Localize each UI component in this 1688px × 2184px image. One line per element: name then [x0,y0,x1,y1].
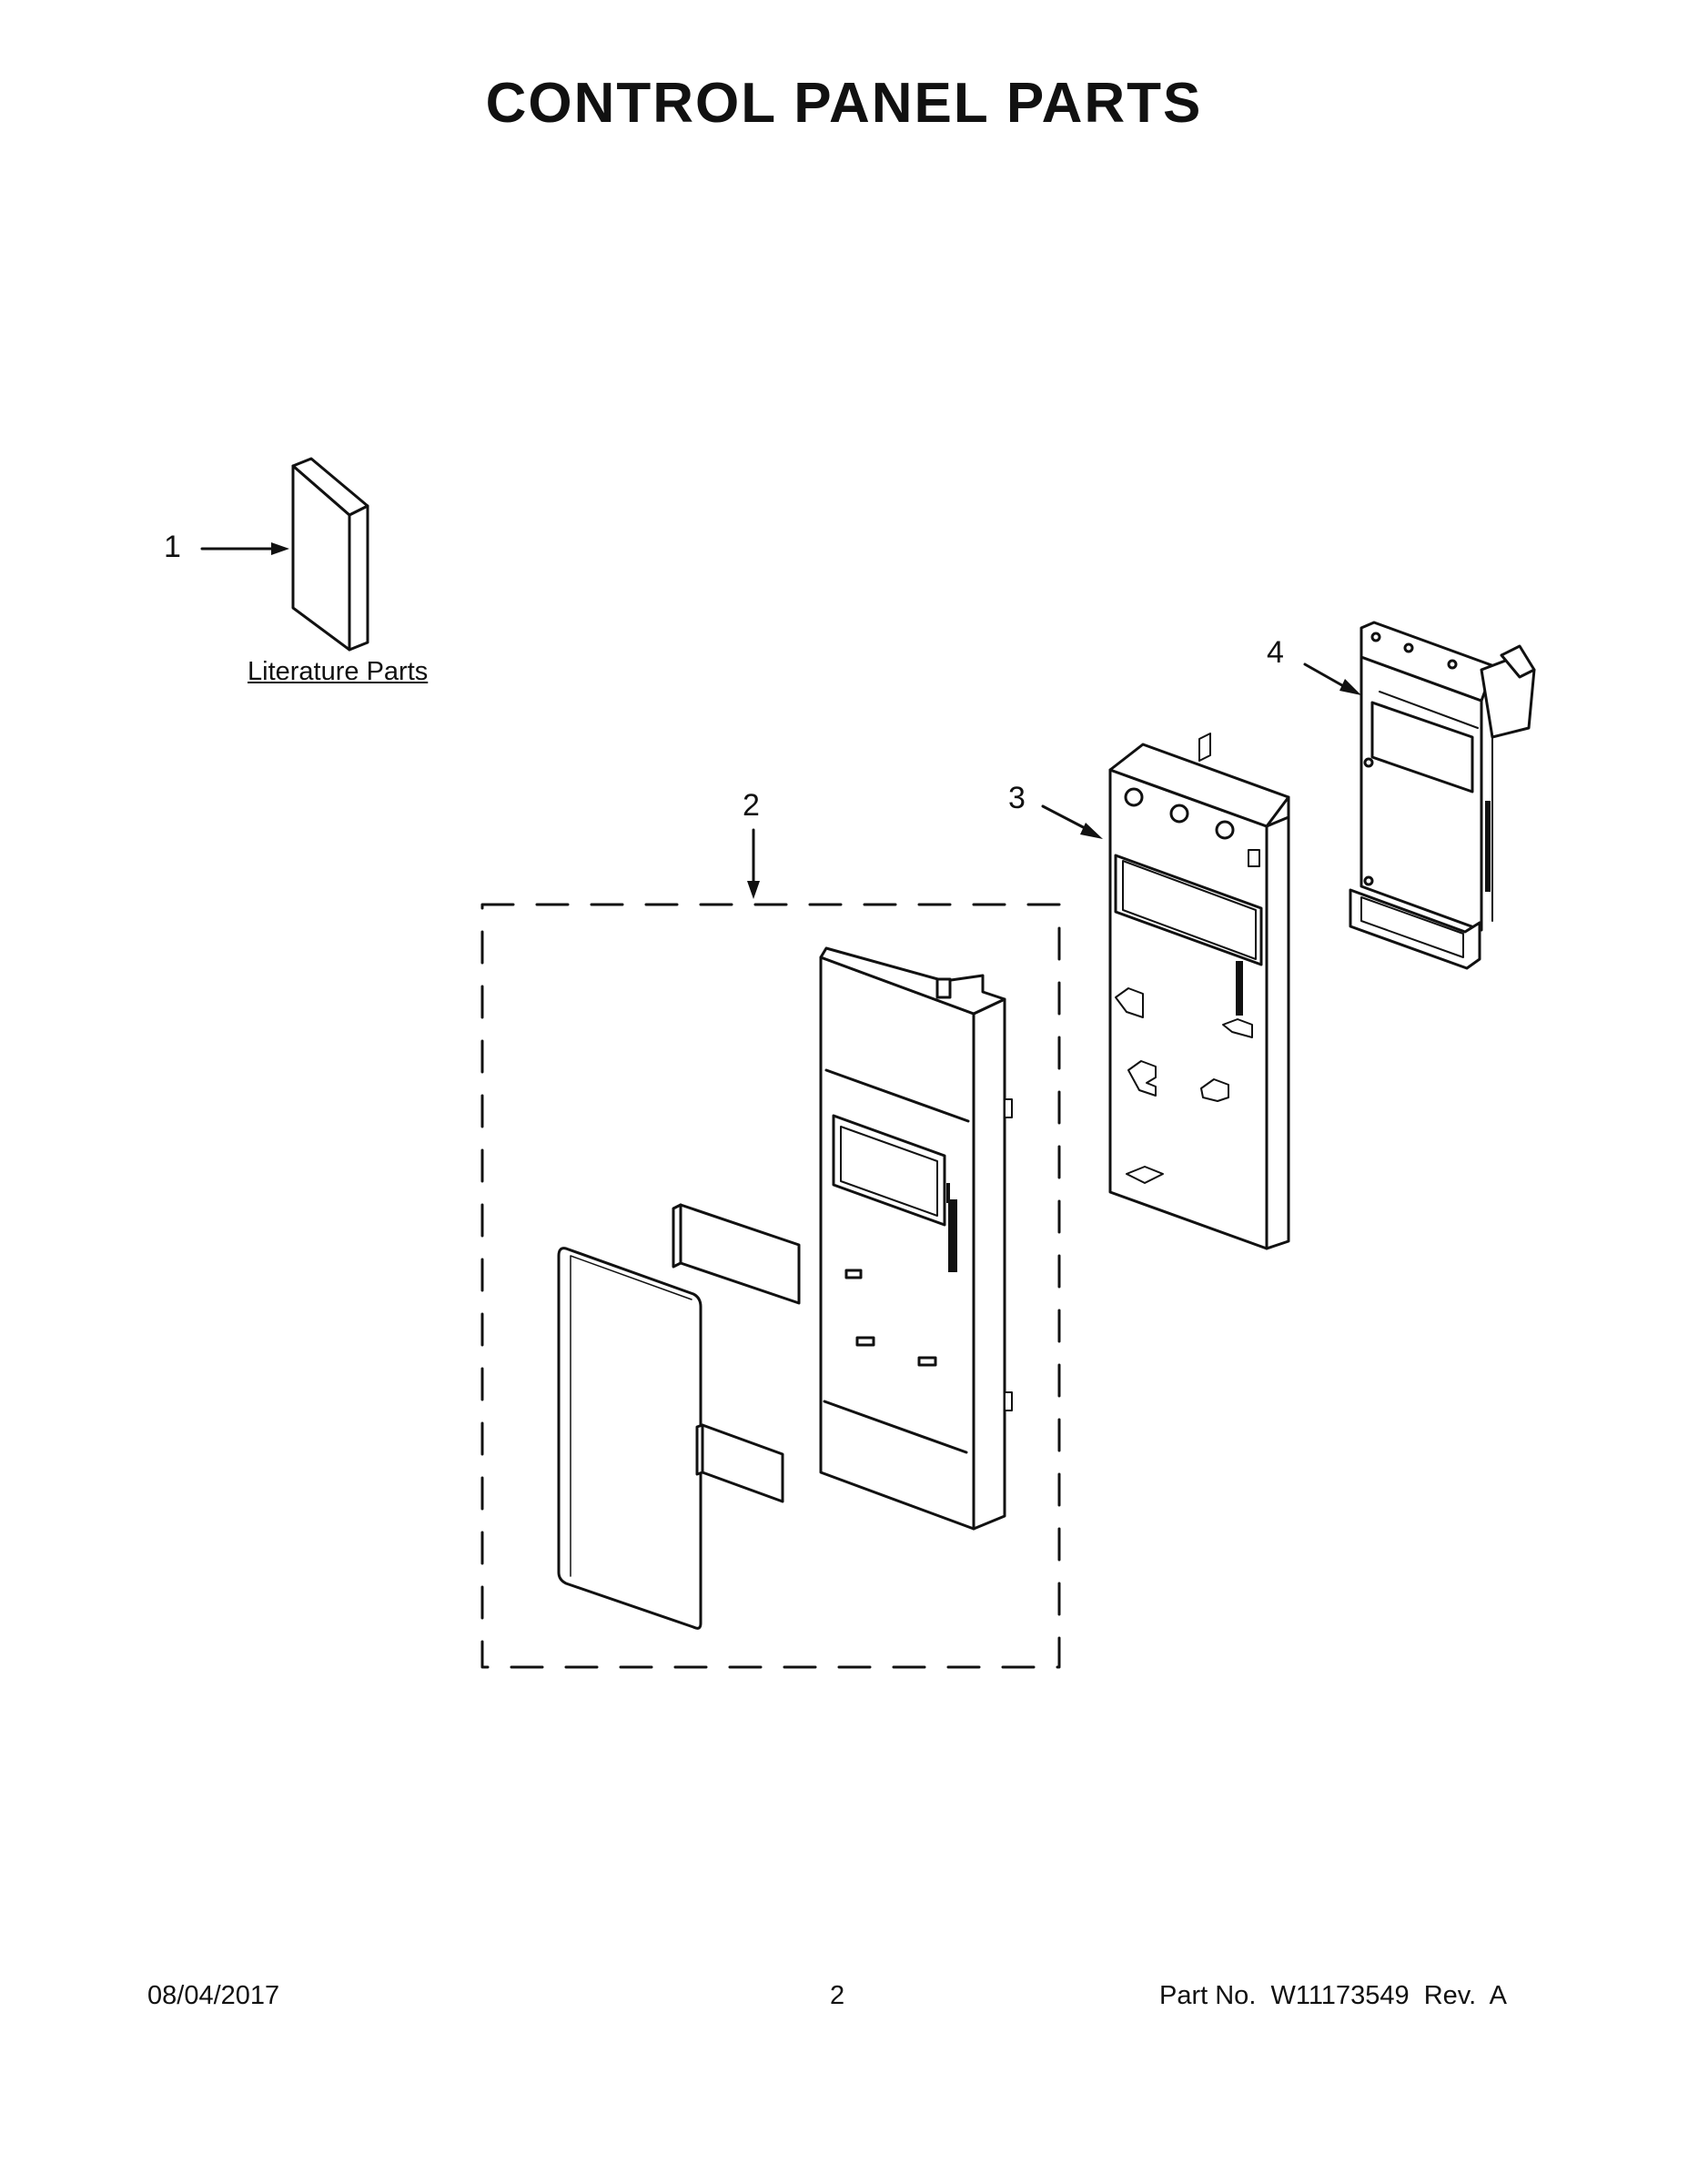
callout-3-arrow [1043,806,1103,839]
literature-booklet [293,459,368,650]
callout-4-label: 4 [1267,635,1284,670]
callout-1-arrow [202,542,289,555]
callout-1-label: 1 [164,530,181,564]
membrane-sheet [559,1249,701,1629]
callout-2-arrow [747,830,760,899]
footer-part-number: Part No. W11173549 Rev. A [1159,1981,1508,2010]
lower-label-plate [697,1425,783,1502]
front-panel-housing [821,948,1012,1529]
callout-3-label: 3 [1008,781,1026,815]
footer-page-number: 2 [830,1981,845,2010]
electronic-control-board [1350,622,1534,968]
assembly-dashed-box [482,905,1059,1667]
callout-4-arrow [1305,664,1361,695]
page-title: CONTROL PANEL PARTS [485,72,1203,135]
callout-2-label: 2 [743,788,760,823]
footer-date: 08/04/2017 [147,1981,280,2010]
literature-parts-label: Literature Parts [248,657,429,686]
control-panel-frame [1110,733,1289,1249]
display-window-film [673,1205,799,1303]
